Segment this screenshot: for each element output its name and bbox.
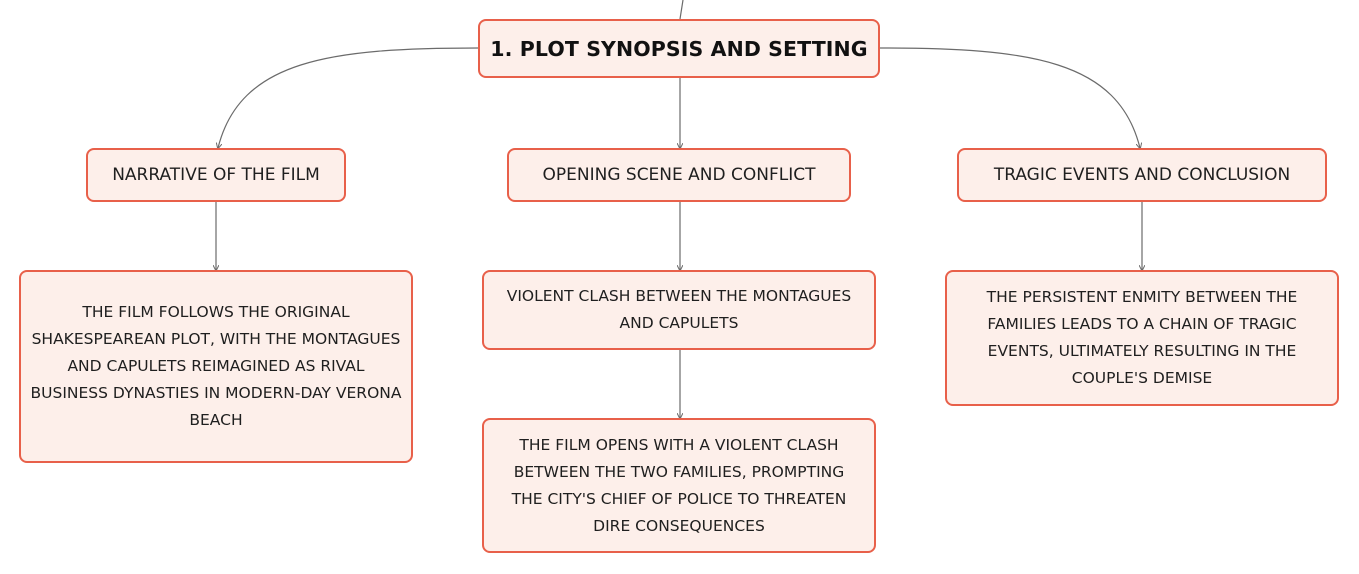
- subtopic-label: TRAGIC EVENTS AND CONCLUSION: [993, 165, 1291, 185]
- detail-node-violent-clash[interactable]: VIOLENT CLASH BETWEEN THE MONTAGUES AND …: [482, 270, 876, 350]
- detail-text: THE FILM FOLLOWS THE ORIGINAL SHAKESPEAR…: [30, 303, 402, 429]
- detail-node-narrative[interactable]: THE FILM FOLLOWS THE ORIGINAL SHAKESPEAR…: [19, 270, 413, 463]
- root-to-narrative-connector: [218, 47, 479, 148]
- detail-node-tragic[interactable]: THE PERSISTENT ENMITY BETWEEN THE FAMILI…: [945, 270, 1339, 406]
- subtopic-label: OPENING SCENE AND CONFLICT: [542, 165, 816, 185]
- detail-text: THE PERSISTENT ENMITY BETWEEN THE FAMILI…: [986, 288, 1298, 387]
- subtopic-node-narrative[interactable]: NARRATIVE OF THE FILM: [86, 148, 346, 202]
- root-topic-label: 1. PLOT SYNOPSIS AND SETTING: [490, 36, 868, 61]
- detail-node-opening[interactable]: THE FILM OPENS WITH A VIOLENT CLASH BETW…: [482, 418, 876, 553]
- subtopic-label: NARRATIVE OF THE FILM: [112, 165, 320, 185]
- subtopic-node-opening[interactable]: OPENING SCENE AND CONFLICT: [507, 148, 851, 202]
- parent-connector: [679, 0, 684, 20]
- root-topic-node[interactable]: 1. PLOT SYNOPSIS AND SETTING: [478, 19, 880, 78]
- detail-text: THE FILM OPENS WITH A VIOLENT CLASH BETW…: [511, 435, 847, 535]
- subtopic-node-tragic[interactable]: TRAGIC EVENTS AND CONCLUSION: [957, 148, 1327, 202]
- root-to-tragic-connector: [879, 47, 1140, 148]
- detail-text: VIOLENT CLASH BETWEEN THE MONTAGUES AND …: [506, 287, 852, 332]
